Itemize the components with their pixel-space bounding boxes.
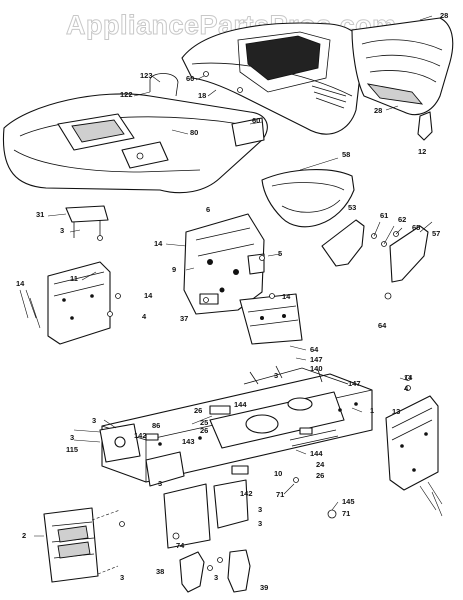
callout-28b: 28 <box>374 106 382 115</box>
callout-14e: 14 <box>404 373 413 382</box>
callout-147b: 147 <box>348 379 361 388</box>
callout-24: 24 <box>316 460 325 469</box>
callout-37: 37 <box>180 314 188 323</box>
callout-57: 57 <box>432 229 440 238</box>
callout-142a: 142 <box>134 431 147 440</box>
callout-labels: 123 122 60 18 80 60 28 28 12 58 31 3 6 1… <box>16 11 448 592</box>
callout-60: 60 <box>186 74 194 83</box>
main-frame <box>101 365 373 549</box>
callout-12: 12 <box>418 147 426 156</box>
callout-26b: 26 <box>200 426 208 435</box>
callout-86: 86 <box>152 421 160 430</box>
grille-bracket <box>351 17 454 141</box>
callout-9: 9 <box>172 265 176 274</box>
callout-71b: 71 <box>342 509 350 518</box>
callout-31: 31 <box>36 210 44 219</box>
callout-10: 10 <box>274 469 282 478</box>
callout-18: 18 <box>198 91 206 100</box>
callout-26c: 26 <box>316 471 324 480</box>
small-hardware <box>107 293 411 540</box>
callout-3e: 3 <box>258 505 262 514</box>
callout-26a: 26 <box>194 406 202 415</box>
callout-80: 80 <box>190 128 198 137</box>
callout-4a: 4 <box>142 312 147 321</box>
callout-3g: 3 <box>158 479 162 488</box>
callout-140: 140 <box>310 364 323 373</box>
callout-3d: 3 <box>70 433 74 442</box>
callout-39: 39 <box>260 583 268 592</box>
axle-bracket-left <box>73 423 141 463</box>
callout-62: 62 <box>398 215 406 224</box>
callout-144b: 144 <box>310 449 323 458</box>
callout-60b: 60 <box>252 116 260 125</box>
callout-28: 28 <box>440 11 448 20</box>
callout-14d: 14 <box>282 292 291 301</box>
callout-3b: 3 <box>274 371 278 380</box>
callout-61: 61 <box>380 211 388 220</box>
callout-3f: 3 <box>258 519 262 528</box>
callout-142b: 142 <box>240 489 253 498</box>
callout-1: 1 <box>370 406 374 415</box>
body-panel <box>2 73 268 194</box>
callout-115: 115 <box>66 445 78 454</box>
seat-bracket <box>65 205 109 241</box>
callout-5: 5 <box>278 249 282 258</box>
callout-144a: 144 <box>234 400 247 409</box>
callout-143: 143 <box>182 437 195 446</box>
leader-lines <box>34 15 433 537</box>
callout-74: 74 <box>176 541 185 550</box>
callout-6: 6 <box>206 205 210 214</box>
right-side-panel <box>385 395 443 517</box>
callout-3c: 3 <box>92 416 96 425</box>
seat-pan <box>261 157 355 228</box>
hood <box>181 22 364 135</box>
callout-25: 25 <box>200 418 208 427</box>
callout-123: 123 <box>140 71 153 80</box>
callout-14c: 14 <box>144 291 153 300</box>
front-plate <box>43 507 121 583</box>
callout-11: 11 <box>70 274 78 283</box>
callout-58: 58 <box>342 150 350 159</box>
callout-71a: 71 <box>276 490 284 499</box>
callout-13: 13 <box>392 407 400 416</box>
callout-2: 2 <box>22 531 26 540</box>
callout-64b: 64 <box>310 345 319 354</box>
callout-53: 53 <box>348 203 356 212</box>
callout-38: 38 <box>156 567 164 576</box>
callout-145: 145 <box>342 497 355 506</box>
left-side-panel <box>19 261 111 345</box>
callout-122: 122 <box>120 90 133 99</box>
steering-bracket <box>239 293 303 345</box>
watermark: AppliancePartsPros.com <box>66 10 397 40</box>
callout-3a: 3 <box>60 226 64 235</box>
callout-3i: 3 <box>214 573 218 582</box>
callout-14a: 14 <box>154 239 163 248</box>
callout-64: 64 <box>378 321 387 330</box>
callout-147a: 147 <box>310 355 323 364</box>
lower-brackets <box>179 549 251 593</box>
callout-65: 65 <box>412 223 420 232</box>
callout-14b: 14 <box>16 279 25 288</box>
deflector-brackets <box>321 219 433 300</box>
callout-4b: 4 <box>404 384 409 393</box>
callout-3h: 3 <box>120 573 124 582</box>
